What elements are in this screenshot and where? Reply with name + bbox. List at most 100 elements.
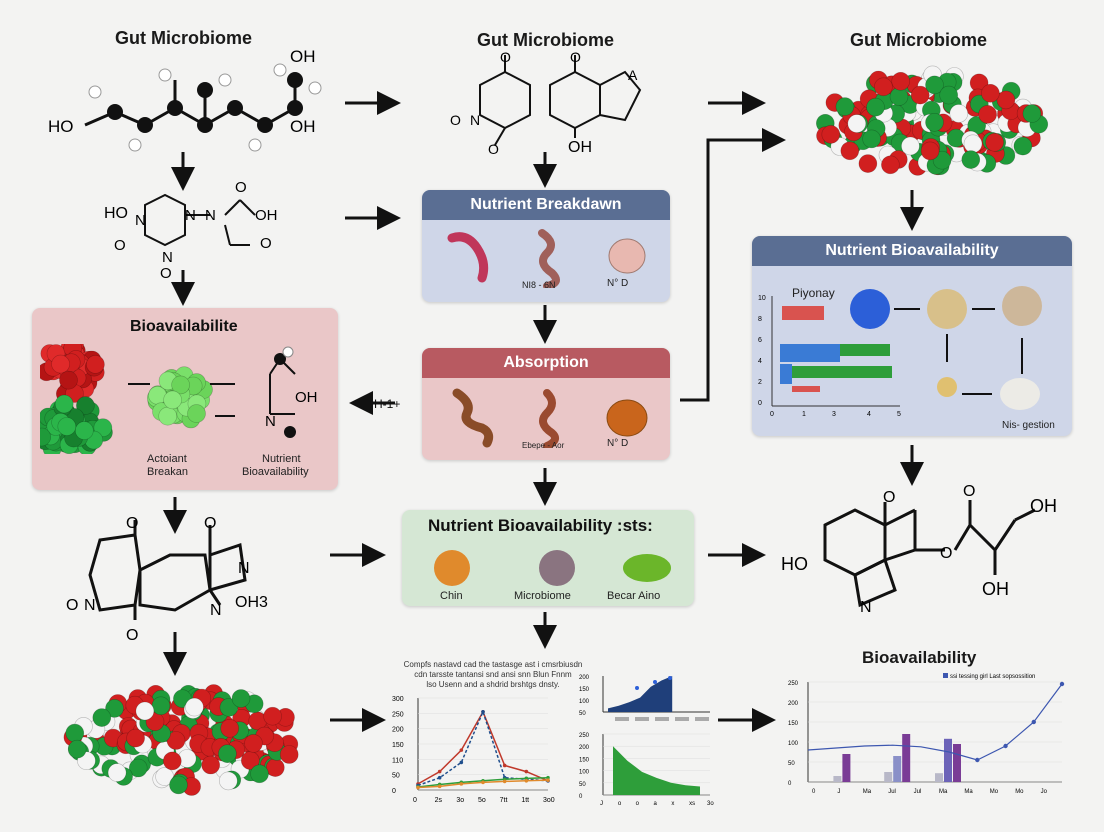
bar [953, 744, 961, 782]
microbiome-sphere [163, 751, 182, 771]
microbiome-sphere [925, 75, 944, 95]
tick-label: Jo [1041, 789, 1048, 795]
tick-label: Mo [1015, 789, 1024, 795]
label-o-14: O [66, 597, 78, 614]
tick-label: 4 [867, 411, 871, 418]
nutrient-bio-right-caption: Nis- gestion [1002, 420, 1055, 431]
microbiome-sphere [107, 763, 127, 782]
bar [893, 756, 902, 782]
bioavailabilite-label-2a: Nutrient [262, 453, 301, 465]
data-point [635, 686, 639, 690]
label-o-3: O [450, 112, 461, 128]
tick-label: 150 [579, 757, 590, 763]
absorption-box: Absorption Ebepe - Aor N° D [422, 348, 670, 460]
bioavailabilite-label-1b: Breakan [147, 466, 188, 478]
label-n-2: N [135, 212, 146, 229]
tick-label: Ma [939, 789, 948, 795]
tick-label: 150 [788, 721, 799, 727]
microbiome-sphere [135, 701, 155, 721]
absorption-label-1: Ebepe - Aor [522, 441, 565, 450]
title-gut-microbiome-left: Gut Microbiome [115, 28, 253, 48]
legend-swatch [675, 717, 689, 721]
data-point [502, 763, 507, 768]
label-o-1: O [500, 50, 511, 65]
nutrient-bioavailability-right-title: Nutrient Bioavailability [752, 236, 1072, 266]
microbiome-sphere [874, 77, 893, 97]
nutrient-breakdown-icons [447, 229, 646, 288]
tick-label: 3o [707, 801, 714, 807]
tick-label: 5 [897, 411, 901, 418]
microbiome-sphere [263, 706, 282, 726]
absorption-title: Absorption [422, 348, 670, 378]
tick-label: 0 [812, 789, 816, 795]
label-o-15: O [126, 627, 138, 644]
tick-label: J [837, 789, 840, 795]
tick-label: Jul [914, 789, 922, 795]
bottom-mid-caption-line-2: cdn tarsste tantansi snd ansi snn Blun F… [414, 670, 572, 679]
tick-label: 1tt [521, 797, 529, 804]
label-o-7: O [114, 237, 126, 254]
microbiome-sphere [201, 755, 220, 775]
legend-swatch [655, 717, 669, 721]
label-ho-2: HO [104, 205, 128, 222]
data-point [1059, 681, 1065, 687]
nutrient-bio-middle-label-1: Chin [440, 590, 463, 602]
tick-label: 150 [579, 687, 590, 693]
label-oh-4: OH [255, 207, 278, 224]
microbiome-sphere [128, 758, 148, 778]
tick-label: a [654, 801, 658, 807]
data-point [416, 785, 420, 790]
microbiome-sphere [1022, 104, 1042, 123]
microbiome-sphere [881, 155, 900, 175]
tick-label: 1 [802, 411, 806, 418]
tick-label: 3 [832, 411, 836, 418]
microbiome-blob-bottom-left [63, 684, 299, 796]
label-o-9: O [883, 489, 895, 506]
microbiome-sphere [231, 689, 251, 708]
nutrient-bio-middle-box: Nutrient Bioavailability :sts: Chin Micr… [402, 510, 694, 606]
tick-label: 4 [758, 358, 762, 365]
label-n-4: N [205, 207, 216, 224]
tick-label: 0 [392, 788, 396, 795]
nutrient-bio-middle-icons [434, 550, 671, 586]
tick-label: 50 [579, 782, 586, 788]
label-oh3: OH3 [235, 594, 268, 611]
microbiome-sphere [821, 125, 841, 144]
label-oh-box: OH [295, 389, 318, 406]
microbiome-sphere [961, 150, 981, 169]
data-point [459, 760, 464, 765]
data-point [668, 676, 672, 680]
tick-label: 250 [392, 711, 404, 718]
microbiome-sphere [171, 375, 190, 395]
microbiome-sphere [949, 104, 969, 123]
title-gut-microbiome-right: Gut Microbiome [850, 30, 988, 50]
atom [284, 426, 296, 438]
area-fill [613, 746, 700, 795]
bottom-mid-caption: Compfs nastavd cad the tastasge ast i cm… [388, 660, 598, 690]
microbiome-sphere [847, 114, 867, 133]
microbiome-sphere [862, 129, 881, 149]
tick-label: 250 [788, 681, 799, 687]
tick-label: 6 [758, 337, 762, 344]
label-oh-5: OH [1030, 496, 1057, 516]
label-o-8: O [160, 265, 172, 280]
microbiome-sphere [910, 85, 930, 105]
tick-label: 0 [758, 400, 762, 407]
nutrient-bio-middle-label-2: Microbiome [514, 590, 571, 602]
data-point [437, 784, 442, 789]
tick-label: 10 [758, 295, 766, 302]
tick-label: Mo [990, 789, 999, 795]
data-point [524, 769, 529, 774]
tick-label: 50 [788, 761, 795, 767]
label-o-5: O [235, 179, 247, 196]
tick-label: 150 [392, 742, 404, 749]
data-point [975, 757, 980, 763]
tick-label: 2s [435, 797, 443, 804]
label-n-8: N [238, 560, 250, 577]
data-point [459, 748, 464, 752]
label-o-11: O [963, 483, 975, 500]
microbiome-sphere [996, 90, 1016, 110]
data-point [437, 769, 442, 774]
data-point [459, 782, 464, 786]
